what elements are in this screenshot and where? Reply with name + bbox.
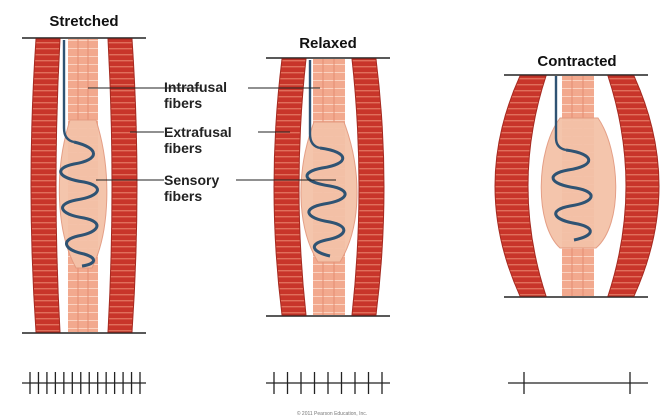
extrafusal-label-line1: Extrafusal xyxy=(164,124,232,140)
contracted-title: Contracted xyxy=(537,53,616,70)
firing-trace-relaxed xyxy=(266,372,390,394)
extrafusal-fiber-left xyxy=(31,39,60,332)
sensory-label-line2: fibers xyxy=(164,188,202,204)
firing-trace-stretched xyxy=(22,372,146,394)
contracted-panel: Contracted xyxy=(495,53,659,297)
stretched-panel: Stretched xyxy=(22,13,146,333)
intrafusal-label-line1: Intrafusal xyxy=(164,79,227,95)
extrafusal-fiber-right xyxy=(108,39,137,332)
relaxed-panel: Relaxed xyxy=(266,35,390,316)
stretched-title: Stretched xyxy=(49,13,118,30)
relaxed-title: Relaxed xyxy=(299,35,357,52)
extrafusal-label-line2: fibers xyxy=(164,140,202,156)
sensory-label-line1: Sensory xyxy=(164,172,219,188)
intrafusal-label-line2: fibers xyxy=(164,95,202,111)
spindle-capsule xyxy=(541,118,616,248)
copyright-credit: © 2011 Pearson Education, Inc. xyxy=(297,410,367,417)
spindle-capsule xyxy=(301,122,357,262)
firing-trace-contracted xyxy=(508,372,648,394)
extrafusal-fiber-left xyxy=(495,76,546,296)
